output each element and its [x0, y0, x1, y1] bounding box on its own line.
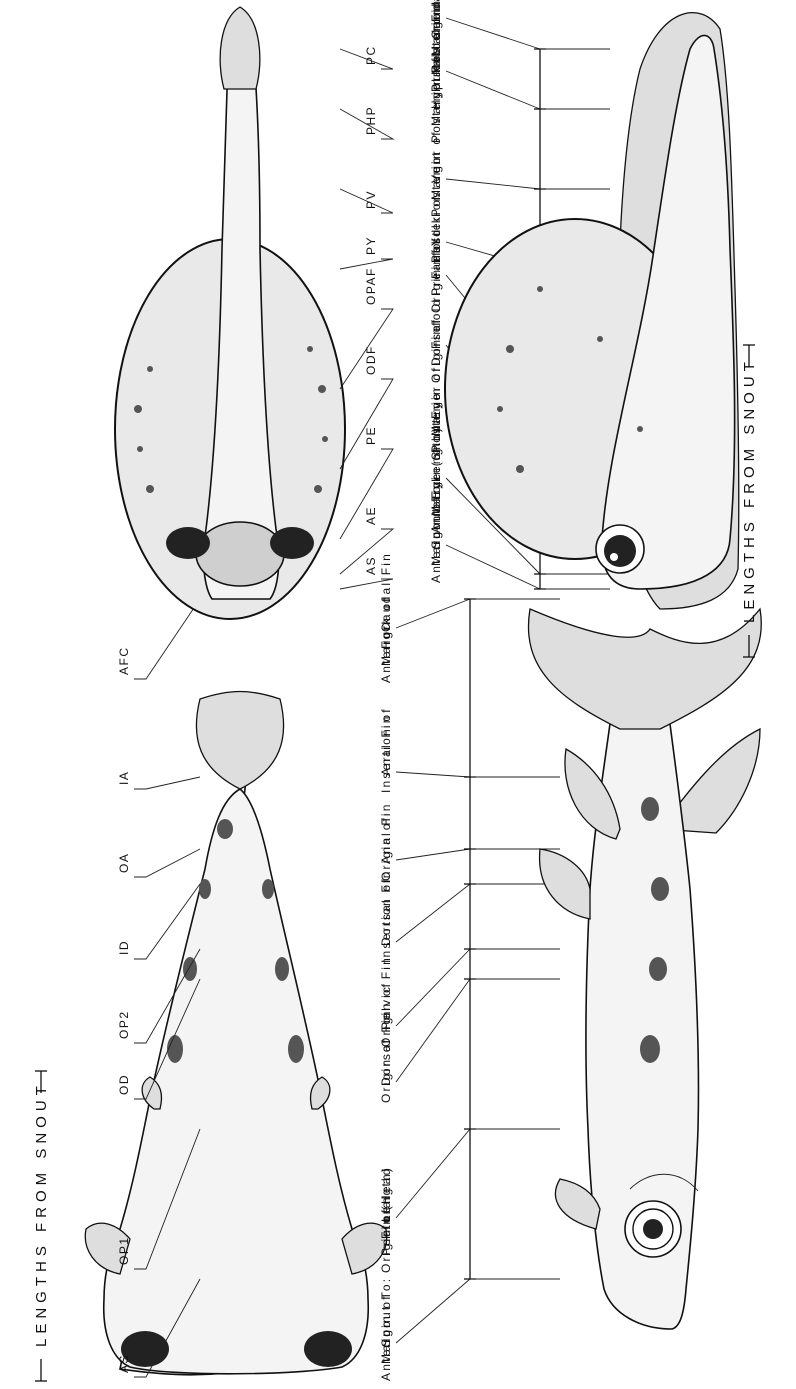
label-line: Eye	[429, 392, 443, 419]
label-line: Caudal Fin	[379, 552, 393, 632]
label-line: Pelvic Fin	[379, 956, 393, 1030]
measurement-oa: OAOrigin ofAnal Fin	[117, 802, 560, 881]
abbreviation: IA	[117, 771, 131, 785]
juvenile-header-text: LENGTHS FROM SNOUT	[33, 1081, 50, 1347]
label-line: Yolk	[429, 215, 443, 246]
leader-dorsal	[340, 309, 393, 389]
leader-lateral	[396, 849, 470, 860]
label-line: Snout To:	[379, 1277, 393, 1347]
leader-lateral	[396, 884, 470, 942]
leader-lateral	[396, 772, 470, 777]
abbreviation: AS	[117, 1354, 131, 1373]
leader-lateral	[446, 179, 540, 189]
larva-length-header: LENGTHS FROM SNOUT	[741, 345, 758, 657]
label-line: Anal Fin	[379, 802, 393, 864]
leader-dorsal	[134, 849, 200, 877]
larva-header-text: LENGTHS FROM SNOUT	[741, 357, 758, 623]
abbreviation: ID	[117, 940, 131, 955]
label-line: Anal Fin	[379, 714, 393, 776]
leader-lateral	[446, 18, 540, 49]
leader-lateral	[446, 545, 540, 589]
larva-panel: LENGTHS FROM SNOUT ASAnteriorMargin ofSn…	[115, 0, 758, 657]
juvenile-length-header: LENGTHS FROM SNOUT	[33, 1071, 50, 1381]
abbreviation: OP2	[117, 1010, 131, 1039]
leader-lateral	[396, 1279, 470, 1343]
leader-dorsal	[134, 599, 200, 679]
leader-dorsal	[340, 449, 393, 539]
measurement-pv: PVPosteriorMargin ofVent	[340, 130, 610, 217]
label-line: Fin	[429, 0, 443, 22]
measurement-php: PHPPosteriorMargin ofHypuralPlates orNot…	[340, 0, 610, 143]
leader-lateral	[396, 949, 470, 1026]
abbreviation: OP1	[117, 1236, 131, 1265]
leader-lateral	[396, 979, 470, 1082]
abbreviation: PC	[364, 45, 378, 65]
abbreviation: PY	[364, 236, 378, 255]
abbreviation: PHP	[364, 106, 378, 135]
abbreviation: OA	[117, 853, 131, 873]
abbreviation: AS	[364, 556, 378, 575]
juvenile-panel: LENGTHS FROM SNOUT ASAnteriorMargin ofSn…	[33, 552, 761, 1381]
abbreviation: PE	[364, 426, 378, 445]
label-line: Vent	[429, 150, 443, 183]
leader-dorsal	[134, 777, 200, 789]
juvenile-lateral-view	[528, 609, 761, 1329]
leader-dorsal	[340, 379, 393, 469]
abbreviation: OD	[117, 1074, 131, 1095]
measurement-pc: PCPosteriorMargin ofCaudalFin	[340, 0, 610, 73]
larva-dorsal-view	[115, 7, 345, 619]
abbreviation: OPAF	[364, 267, 378, 305]
abbreviation: PV	[364, 190, 378, 209]
leader-lateral	[446, 71, 540, 109]
abbreviation: AE	[364, 506, 378, 525]
larva-lateral-view	[445, 13, 739, 609]
leader-lateral	[396, 599, 470, 628]
abbreviation: AFC	[117, 647, 131, 676]
leader-lateral	[396, 1129, 470, 1218]
label-line: Length)	[379, 1166, 393, 1222]
measurement-ia: IAInsertion ofAnal Fin	[117, 707, 560, 793]
